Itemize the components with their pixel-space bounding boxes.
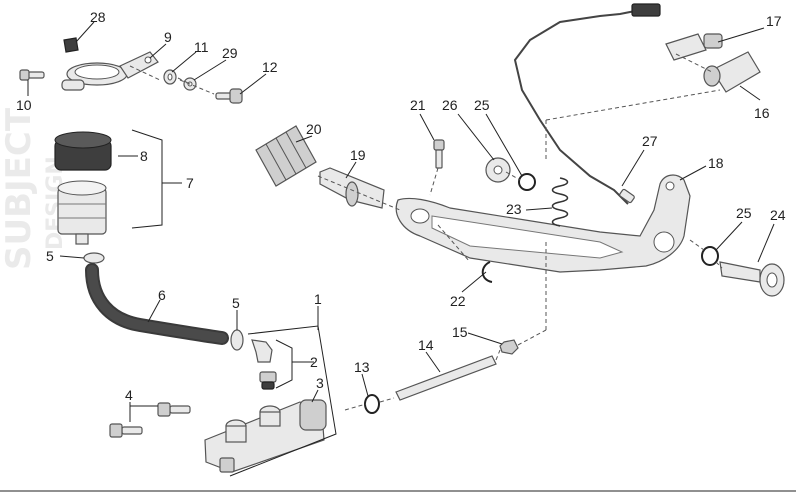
callout-25-lower: 25	[736, 205, 752, 221]
return-spring-part	[551, 177, 569, 227]
callout-21: 21	[410, 97, 426, 113]
pedal-pin-part	[319, 167, 385, 209]
screw-12-part	[215, 88, 243, 104]
hose-clamp-upper-part	[83, 252, 105, 264]
bolt-21-part	[433, 139, 445, 169]
callout-8: 8	[140, 148, 148, 164]
o-ring-13-part	[364, 394, 380, 414]
svg-text:SUBJECT: SUBJECT	[0, 107, 39, 270]
washer-26-part	[485, 157, 511, 183]
reservoir-body-part	[57, 180, 107, 245]
callout-27: 27	[642, 133, 658, 149]
banjo-fitting-part	[251, 339, 277, 390]
callout-1: 1	[314, 291, 322, 307]
callout-13: 13	[354, 359, 370, 375]
clevis-pin-17-part	[665, 33, 723, 61]
callout-23: 23	[506, 201, 522, 217]
master-cylinder-part	[204, 399, 327, 473]
callout-25-upper: 25	[474, 97, 490, 113]
callout-11: 11	[194, 39, 209, 55]
callout-24: 24	[770, 207, 786, 223]
reservoir-bracket-part	[61, 37, 159, 91]
callout-19: 19	[350, 147, 366, 163]
callout-18: 18	[708, 155, 724, 171]
callouts: 28 9 11 29 12 10 8 7 5 6 5 1 2 3 4 13 14…	[16, 9, 786, 403]
callout-2: 2	[310, 354, 318, 370]
brake-pedal-lever-part	[395, 174, 691, 273]
callout-26: 26	[442, 97, 458, 113]
callout-12: 12	[262, 59, 278, 75]
callout-4: 4	[125, 387, 133, 403]
callout-7: 7	[186, 175, 194, 191]
circlip-22-part	[481, 261, 493, 283]
screw-10-part	[19, 69, 45, 81]
hose-part	[85, 263, 229, 345]
callout-6: 6	[158, 287, 166, 303]
callout-14: 14	[418, 337, 434, 353]
nut-15-part	[499, 339, 519, 355]
o-ring-25a-part	[518, 173, 536, 191]
callout-16: 16	[754, 105, 770, 121]
callout-28: 28	[90, 9, 106, 25]
o-ring-25b-part	[701, 246, 719, 266]
screw-4b-part	[109, 423, 143, 438]
callout-3: 3	[316, 375, 324, 391]
callout-5-lower: 5	[232, 295, 240, 311]
washer-11-part	[163, 69, 177, 85]
callout-29: 29	[222, 45, 238, 61]
reservoir-cap-part	[54, 131, 112, 171]
stop-switch-cable-part	[513, 3, 661, 205]
alignment-lines	[129, 53, 723, 411]
push-rod-14-part	[395, 355, 497, 401]
callout-9: 9	[164, 29, 172, 45]
hose-clamp-lower-part	[230, 329, 244, 351]
callout-15: 15	[452, 324, 468, 340]
callout-20: 20	[306, 121, 322, 137]
callout-17: 17	[766, 13, 782, 29]
screw-4a-part	[157, 402, 191, 417]
callout-10: 10	[16, 97, 32, 113]
callout-22: 22	[450, 293, 466, 309]
pivot-bolt-24-part	[719, 261, 785, 297]
callout-5-upper: 5	[46, 248, 54, 264]
pedal-rubber-part	[255, 125, 317, 187]
clevis-16-part	[703, 51, 761, 93]
leader-lines	[27, 21, 775, 403]
